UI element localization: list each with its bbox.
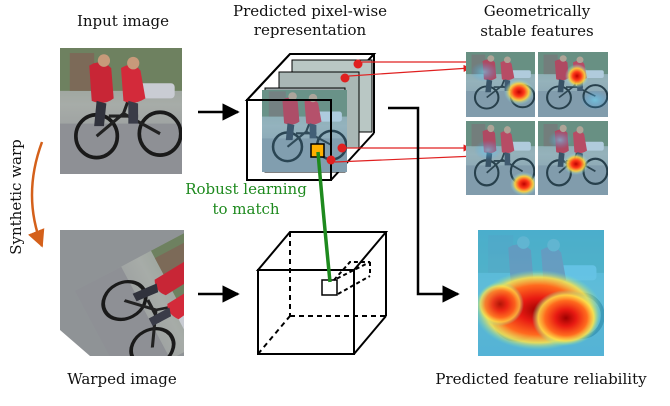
synthetic-warp-arrow	[28, 141, 45, 248]
robust-learning-label-line1: Robust learning	[185, 180, 307, 198]
feature-dot-1	[353, 59, 363, 69]
feature-dot-4	[326, 155, 336, 165]
reliability-map	[478, 230, 604, 356]
input-image-label: Input image	[76, 12, 170, 30]
geometrically-stable-label-line1: Geometrically	[483, 2, 591, 20]
predicted-representation-label-line2: representation	[253, 21, 367, 39]
robust-learning-label-line2: to match	[212, 200, 280, 218]
matched-pixel-box	[321, 279, 338, 296]
feature-arrows	[334, 58, 481, 163]
predicted-reliability-label: Predicted feature reliability	[435, 370, 647, 388]
warped-image	[60, 230, 184, 356]
stable-feature-1	[466, 52, 535, 117]
arrow-to-reliability	[388, 106, 460, 303]
stable-feature-2	[538, 52, 608, 117]
representation-cube-bottom	[255, 231, 389, 355]
stable-feature-3	[466, 121, 535, 195]
feature-dot-3	[337, 143, 347, 153]
geometrically-stable-label-line2: stable features	[480, 22, 594, 40]
synthetic-warp-label: Synthetic warp	[7, 139, 25, 255]
input-image	[60, 48, 182, 174]
warped-image-label: Warped image	[67, 370, 177, 388]
feature-dot-2	[340, 73, 350, 83]
representation-cube-top	[244, 53, 377, 181]
stable-feature-4	[538, 121, 608, 195]
predicted-representation-label-line1: Predicted pixel-wise	[232, 2, 388, 20]
robust-match-curve	[316, 151, 332, 283]
